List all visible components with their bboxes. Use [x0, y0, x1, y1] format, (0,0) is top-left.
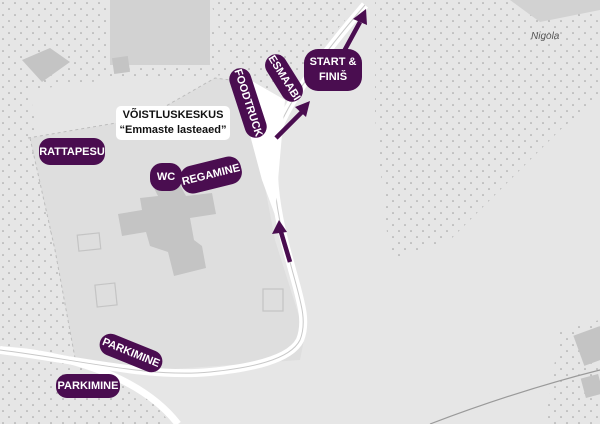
- label-start-finish: START & FINIŠ: [304, 49, 362, 91]
- building-shed: [111, 55, 131, 75]
- venue-subtitle: “Emmaste lasteaed”: [119, 124, 227, 136]
- venue-title: VÕISTLUSKESKUS: [122, 109, 224, 121]
- school-building: [118, 185, 216, 276]
- vegetation-area-west: [0, 90, 75, 360]
- building-small-north-west: [22, 48, 70, 82]
- building-north: [110, 0, 210, 65]
- start-finish-line-2: FINIŠ: [318, 71, 348, 83]
- place-name-label: Nigola: [531, 31, 560, 42]
- label-parkimine-lower: PARKIMINE: [56, 374, 120, 398]
- building-outline-3: [262, 288, 284, 312]
- venue-title-box: VÕISTLUSKESKUS “Emmaste lasteaed”: [116, 106, 230, 140]
- property-boundary-west: [29, 137, 76, 359]
- label-wc: WC: [150, 163, 182, 191]
- route-arrow-icon: [274, 101, 310, 140]
- label-rattapesu: RATTAPESU: [39, 138, 105, 165]
- road-main-edge: [0, 4, 366, 374]
- building-outline-1: [76, 232, 102, 252]
- vegetation-area-north-east: [375, 0, 600, 260]
- building-east: [573, 326, 600, 366]
- building-outline-2: [94, 282, 118, 308]
- road-east: [429, 369, 600, 424]
- route-arrow-icon: [272, 220, 293, 263]
- start-finish-line-1: START &: [309, 56, 357, 68]
- building-north-east: [510, 0, 600, 22]
- building-east-small: [580, 374, 600, 398]
